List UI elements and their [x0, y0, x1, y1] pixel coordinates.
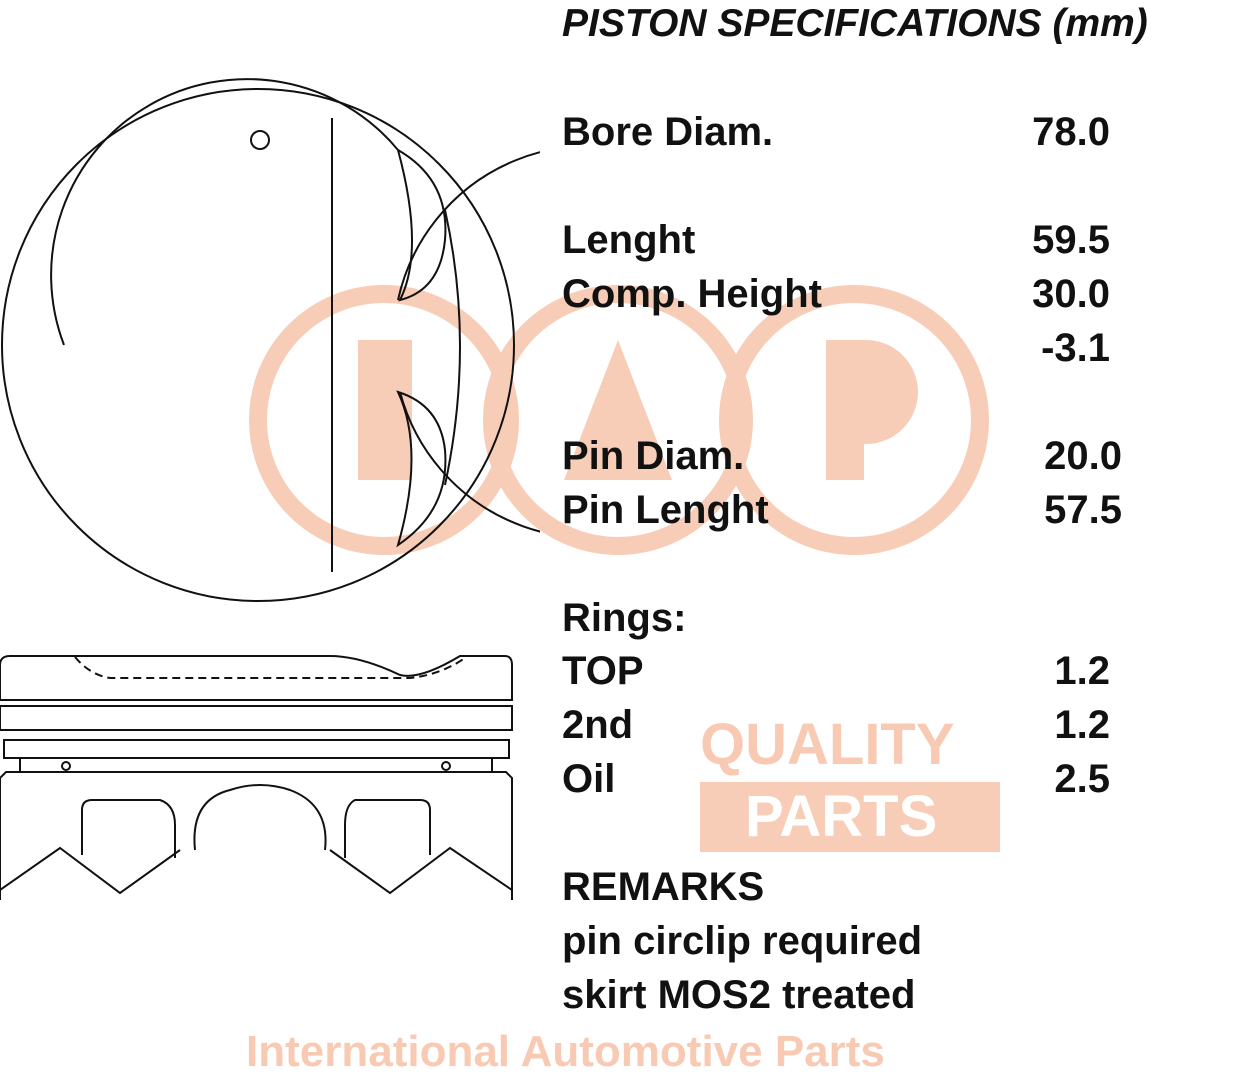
watermark-quality: QUALITY	[700, 712, 955, 777]
offset-value: -3.1	[1041, 326, 1110, 370]
ring-oil-value: 2.5	[1054, 757, 1110, 801]
bore-label: Bore Diam.	[562, 110, 774, 154]
pin-length-value: 57.5	[1044, 488, 1122, 532]
logo-letter-i	[358, 340, 412, 480]
logo-letter-a	[564, 340, 672, 480]
piston-side-view	[0, 655, 513, 900]
remark-line: skirt MOS2 treated	[562, 973, 916, 1017]
pin-length-label: Pin Lenght	[562, 488, 769, 532]
remark-line: pin circlip required	[562, 919, 923, 963]
parts-box	[700, 782, 1000, 852]
piston-top-view	[1, 78, 540, 602]
length-label: Lenght	[562, 218, 696, 262]
ring-2nd-value: 1.2	[1054, 703, 1110, 747]
watermark-parts: PARTS	[745, 784, 938, 849]
ring-oil-label: Oil	[562, 757, 616, 801]
ring-top-value: 1.2	[1054, 649, 1110, 693]
logo-circle-p	[719, 285, 989, 555]
comp-height-label: Comp. Height	[562, 272, 822, 316]
page-title: PISTON SPECIFICATIONS (mm)	[562, 2, 1148, 45]
pin-diam-label: Pin Diam.	[562, 434, 745, 478]
pin-diam-value: 20.0	[1044, 434, 1122, 478]
bore-value: 78.0	[1032, 110, 1110, 154]
logo-circle-i	[249, 285, 519, 555]
piston-drawing	[0, 78, 540, 900]
length-value: 59.5	[1032, 218, 1110, 262]
ring-2nd-label: 2nd	[562, 703, 634, 747]
rings-label: Rings:	[562, 596, 687, 640]
remarks-label: REMARKS	[562, 865, 765, 909]
ring-top-label: TOP	[562, 649, 644, 693]
watermark-company: International Automotive Parts	[246, 1027, 885, 1076]
comp-height-value: 30.0	[1032, 272, 1110, 316]
logo-letter-p	[826, 340, 918, 480]
logo-circle-a	[483, 285, 753, 555]
